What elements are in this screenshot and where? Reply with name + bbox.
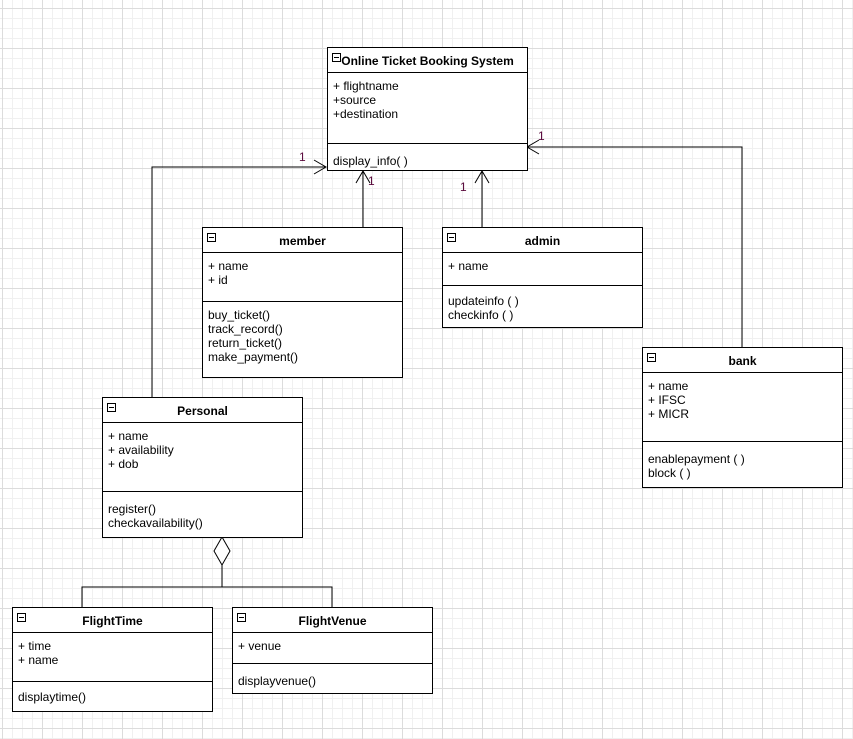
class-flighttime[interactable]: FlightTime + time + name displaytime()	[12, 607, 213, 712]
class-header[interactable]: FlightVenue	[233, 608, 432, 633]
collapse-icon[interactable]	[107, 403, 116, 412]
attributes-section: + time + name	[13, 633, 212, 681]
aggregation-branch-line	[81, 586, 333, 607]
class-name: Personal	[177, 404, 228, 418]
method-item: return_ticket()	[208, 336, 283, 350]
method-item: register()	[108, 502, 157, 516]
collapse-icon[interactable]	[207, 233, 216, 242]
attribute-item: + availability	[108, 443, 174, 457]
methods-section: displayvenue()	[233, 663, 432, 688]
attributes-section: + name + availability + dob	[103, 423, 302, 491]
method-item: updateinfo ( )	[448, 294, 519, 308]
methods-section: register() checkavailability()	[103, 491, 302, 530]
admin-to-main-arrowhead	[474, 170, 490, 184]
collapse-icon[interactable]	[447, 233, 456, 242]
method-item: display_info( )	[333, 154, 408, 168]
class-header[interactable]: admin	[443, 228, 642, 253]
attribute-item: + name	[448, 259, 489, 273]
class-header[interactable]: member	[203, 228, 402, 253]
attribute-item: + name	[108, 429, 149, 443]
method-item: checkavailability()	[108, 516, 203, 530]
attributes-section: + name + id	[203, 253, 402, 301]
class-online-ticket-booking-system[interactable]: Online Ticket Booking System + flightnam…	[327, 47, 528, 171]
method-item: displaytime()	[18, 690, 87, 704]
method-item: checkinfo ( )	[448, 308, 514, 322]
multiplicity-member-main: 1	[368, 174, 375, 188]
personal-to-main-arrowhead	[313, 159, 327, 175]
attributes-section: + name + IFSC + MICR	[643, 373, 842, 441]
collapse-icon[interactable]	[647, 353, 656, 362]
methods-section: enablepayment ( ) block ( )	[643, 441, 842, 480]
class-header[interactable]: Online Ticket Booking System	[328, 48, 527, 73]
class-name: bank	[728, 354, 757, 368]
methods-section: buy_ticket() track_record() return_ticke…	[203, 301, 402, 364]
class-admin[interactable]: admin + name updateinfo ( ) checkinfo ( …	[442, 227, 643, 328]
aggregation-diamond	[213, 535, 231, 567]
attribute-item: + IFSC	[648, 393, 686, 407]
attribute-item: + dob	[108, 457, 139, 471]
multiplicity-personal-main: 1	[299, 150, 306, 164]
method-item: make_payment()	[208, 350, 299, 364]
methods-section: updateinfo ( ) checkinfo ( )	[443, 285, 642, 322]
class-name: admin	[524, 234, 561, 248]
method-item: displayvenue()	[238, 674, 317, 688]
attribute-item: + name	[208, 259, 249, 273]
method-item: enablepayment ( )	[648, 452, 745, 466]
class-name: FlightVenue	[298, 614, 367, 628]
class-personal[interactable]: Personal + name + availability + dob reg…	[102, 397, 303, 538]
methods-section: displaytime()	[13, 681, 212, 704]
multiplicity-admin-main: 1	[460, 180, 467, 194]
attribute-item: + flightname	[333, 79, 399, 93]
attribute-item: + venue	[238, 639, 282, 653]
attribute-item: +source	[333, 93, 377, 107]
attributes-section: + name	[443, 253, 642, 285]
class-name: Online Ticket Booking System	[341, 54, 514, 68]
class-flightvenue[interactable]: FlightVenue + venue displayvenue()	[232, 607, 433, 694]
class-header[interactable]: FlightTime	[13, 608, 212, 633]
method-item: track_record()	[208, 322, 283, 336]
attributes-section: + venue	[233, 633, 432, 663]
class-header[interactable]: Personal	[103, 398, 302, 423]
methods-section: display_info( )	[328, 143, 527, 168]
attribute-item: + MICR	[648, 407, 690, 421]
class-name: member	[279, 234, 326, 248]
attribute-item: + id	[208, 273, 228, 287]
bank-to-main-line	[527, 146, 743, 347]
attribute-item: + name	[18, 653, 59, 667]
attributes-section: + flightname +source +destination	[328, 73, 527, 143]
class-bank[interactable]: bank + name + IFSC + MICR enablepayment …	[642, 347, 843, 488]
collapse-icon[interactable]	[17, 613, 26, 622]
member-to-main-arrowhead	[355, 170, 371, 184]
personal-to-main-line	[151, 166, 326, 397]
attribute-item: +destination	[333, 107, 399, 121]
collapse-icon[interactable]	[237, 613, 246, 622]
attribute-item: + time	[18, 639, 52, 653]
attribute-item: + name	[648, 379, 689, 393]
method-item: block ( )	[648, 466, 691, 480]
method-item: buy_ticket()	[208, 308, 271, 322]
multiplicity-bank-main: 1	[538, 129, 545, 143]
class-name: FlightTime	[82, 614, 143, 628]
collapse-icon[interactable]	[332, 53, 341, 62]
class-member[interactable]: member + name + id buy_ticket() track_re…	[202, 227, 403, 378]
class-header[interactable]: bank	[643, 348, 842, 373]
